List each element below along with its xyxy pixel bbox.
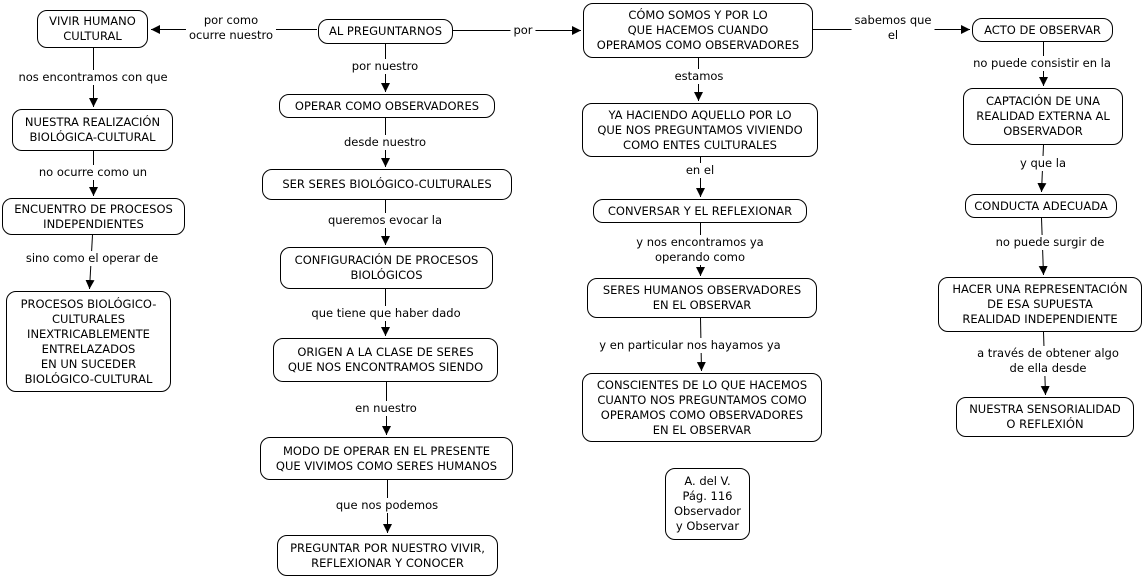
node-como-somos[interactable]: CÓMO SOMOS Y POR LO QUE HACEMOS CUANDO O… bbox=[583, 3, 813, 58]
edge-label-por-nuestro[interactable]: por nuestro bbox=[348, 59, 422, 74]
edge-label-en-nuestro[interactable]: en nuestro bbox=[352, 401, 420, 416]
edge-label-estamos[interactable]: estamos bbox=[671, 69, 727, 84]
node-conducta-adecuada[interactable]: CONDUCTA ADECUADA bbox=[965, 194, 1117, 218]
node-al-preguntarnos[interactable]: AL PREGUNTARNOS bbox=[318, 19, 453, 44]
node-ya-haciendo-aquello[interactable]: YA HACIENDO AQUELLO POR LO QUE NOS PREGU… bbox=[582, 103, 818, 157]
edge-label-por[interactable]: por bbox=[510, 23, 536, 38]
node-preguntar-por-vivir[interactable]: PREGUNTAR POR NUESTRO VIVIR, REFLEXIONAR… bbox=[277, 535, 498, 576]
edge-label-por-como[interactable]: por como ocurre nuestro bbox=[185, 13, 277, 43]
node-seres-humanos-observadores[interactable]: SERES HUMANOS OBSERVADORES EN EL OBSERVA… bbox=[587, 278, 817, 318]
edge-label-sabemos-que-el[interactable]: sabemos que el bbox=[851, 13, 935, 43]
edge-label-nos-encontramos[interactable]: nos encontramos con que bbox=[15, 70, 171, 85]
node-origen-clase-seres[interactable]: ORIGEN A LA CLASE DE SERES QUE NOS ENCON… bbox=[273, 338, 498, 382]
edge-label-queremos-evocar[interactable]: queremos evocar la bbox=[324, 213, 446, 228]
edge-label-a-traves[interactable]: a través de obtener algo de ella desde bbox=[974, 346, 1122, 376]
node-conscientes[interactable]: CONSCIENTES DE LO QUE HACEMOS CUANTO NOS… bbox=[582, 373, 822, 442]
node-vivir-humano-cultural[interactable]: VIVIR HUMANO CULTURAL bbox=[37, 10, 148, 48]
edge-label-y-en-particular[interactable]: y en particular nos hayamos ya bbox=[596, 338, 784, 353]
edge-label-y-que-la[interactable]: y que la bbox=[1016, 156, 1070, 171]
edge-label-y-nos-encontramos[interactable]: y nos encontramos ya operando como bbox=[633, 235, 767, 265]
edge-label-en-el[interactable]: en el bbox=[682, 163, 718, 178]
node-operar-como-observadores[interactable]: OPERAR COMO OBSERVADORES bbox=[279, 94, 495, 118]
node-nuestra-realizacion[interactable]: NUESTRA REALIZACIÓN BIOLÓGICA-CULTURAL bbox=[12, 109, 173, 151]
node-nuestra-sensorialidad[interactable]: NUESTRA SENSORIALIDAD O REFLEXIÓN bbox=[956, 397, 1134, 437]
edge-label-que-tiene[interactable]: que tiene que haber dado bbox=[308, 306, 464, 321]
node-configuracion-procesos[interactable]: CONFIGURACIÓN DE PROCESOS BIOLÓGICOS bbox=[280, 247, 493, 289]
edge-label-desde-nuestro[interactable]: desde nuestro bbox=[340, 135, 430, 150]
node-modo-de-operar[interactable]: MODO DE OPERAR EN EL PRESENTE QUE VIVIMO… bbox=[260, 437, 513, 480]
edge-label-no-ocurre[interactable]: no ocurre como un bbox=[35, 165, 151, 180]
node-procesos-biologico-culturales[interactable]: PROCESOS BIOLÓGICO- CULTURALES INEXTRICA… bbox=[6, 291, 171, 392]
edge-label-sino-como[interactable]: sino como el operar de bbox=[22, 251, 162, 266]
node-captacion-realidad[interactable]: CAPTACIÓN DE UNA REALIDAD EXTERNA AL OBS… bbox=[963, 88, 1123, 145]
node-encuentro-procesos[interactable]: ENCUENTRO DE PROCESOS INDEPENDIENTES bbox=[2, 198, 185, 235]
node-ser-seres-biologico-culturales[interactable]: SER SERES BIOLÓGICO-CULTURALES bbox=[262, 169, 512, 200]
node-citation[interactable]: A. del V. Pág. 116 Observador y Observar bbox=[665, 468, 750, 540]
node-hacer-representacion[interactable]: HACER UNA REPRESENTACIÓN DE ESA SUPUESTA… bbox=[938, 277, 1142, 332]
edge-label-no-puede-surgir[interactable]: no puede surgir de bbox=[992, 235, 1108, 250]
node-acto-de-observar[interactable]: ACTO DE OBSERVAR bbox=[972, 18, 1113, 42]
edge-label-que-nos-podemos[interactable]: que nos podemos bbox=[332, 498, 442, 513]
node-conversar-reflexionar[interactable]: CONVERSAR Y EL REFLEXIONAR bbox=[593, 199, 807, 223]
edge-label-no-puede-consistir[interactable]: no puede consistir en la bbox=[970, 56, 1114, 71]
